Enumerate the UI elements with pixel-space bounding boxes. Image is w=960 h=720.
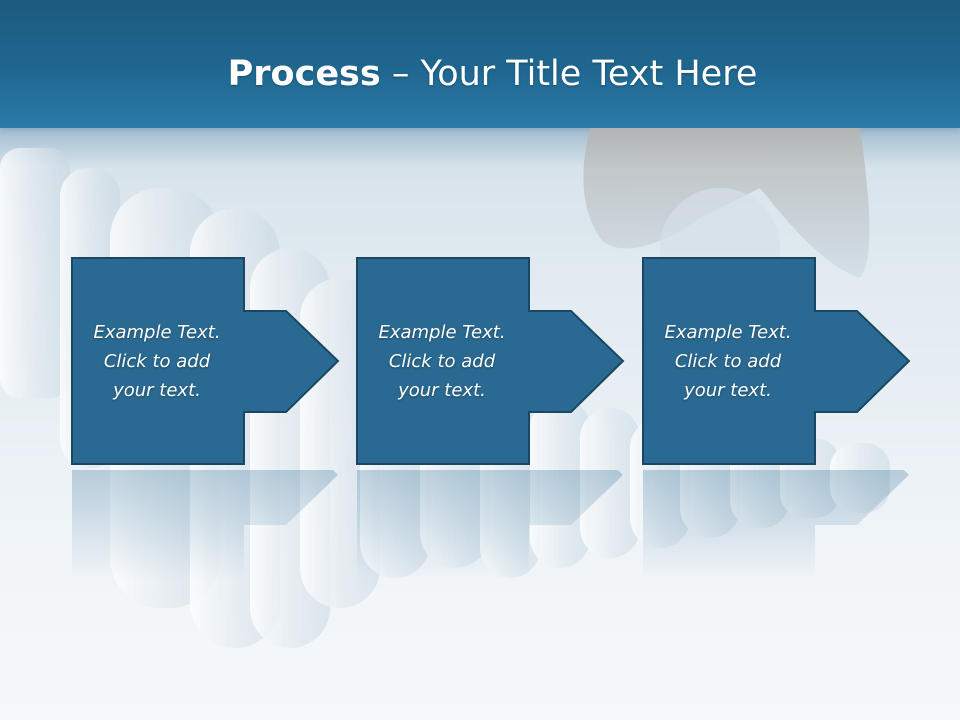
step-text-line-2: Click to add — [388, 350, 496, 372]
step-arrow-shape — [356, 257, 625, 465]
step-text-line-3: your text. — [398, 379, 486, 401]
step-text-line-1: Example Text. — [378, 321, 506, 343]
process-step-1[interactable]: Example Text. Click to add your text. — [70, 256, 360, 468]
process-step-3[interactable]: Example Text. Click to add your text. — [641, 256, 931, 468]
title-bar — [0, 0, 960, 128]
step-text-line-2: Click to add — [674, 350, 782, 372]
step-text[interactable]: Example Text. Click to add your text. — [357, 256, 527, 466]
step-text-line-2: Click to add — [103, 350, 211, 372]
step-text[interactable]: Example Text. Click to add your text. — [72, 256, 242, 466]
step-text-line-1: Example Text. — [664, 321, 792, 343]
step-text-line-1: Example Text. — [93, 321, 221, 343]
slide-title-bold: Process — [227, 54, 381, 94]
step-arrow-shape — [642, 257, 911, 465]
slide-title-rest: – Your Title Text Here — [380, 54, 758, 94]
step-reflection-3 — [641, 470, 931, 580]
slide-title[interactable]: Process – Your Title Text Here — [0, 50, 960, 98]
step-text-line-3: your text. — [113, 379, 201, 401]
step-text[interactable]: Example Text. Click to add your text. — [643, 256, 813, 466]
step-reflection-1 — [70, 470, 360, 580]
step-reflection-2 — [355, 470, 645, 580]
step-arrow-shape — [71, 257, 340, 465]
process-step-2[interactable]: Example Text. Click to add your text. — [355, 256, 645, 468]
step-text-line-3: your text. — [684, 379, 772, 401]
